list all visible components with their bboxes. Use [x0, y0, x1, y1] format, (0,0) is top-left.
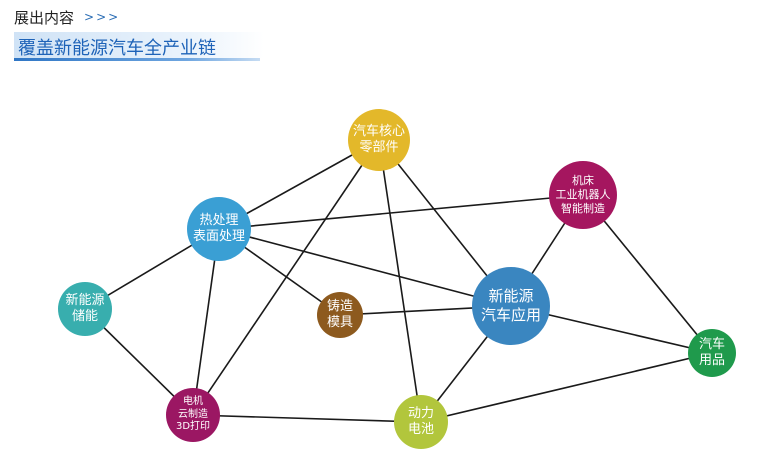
diagram-edges	[84, 139, 713, 423]
edge-machine-heat	[218, 194, 584, 230]
node-casting	[317, 292, 363, 338]
header-top: 展出内容 >>>	[14, 6, 264, 28]
node-parts	[348, 109, 410, 171]
node-machine	[549, 161, 617, 229]
title-bar: 覆盖新能源汽车全产业链	[14, 32, 264, 61]
node-supplies	[688, 329, 736, 377]
edge-battery-supplies	[420, 352, 713, 423]
section-label: 展出内容	[14, 8, 75, 27]
edge-motor-battery	[192, 414, 422, 423]
node-battery	[394, 395, 448, 449]
page-title: 覆盖新能源汽车全产业链	[18, 38, 216, 59]
arrow-right-icon: >>>	[84, 10, 121, 24]
diagram-nodes	[58, 109, 736, 449]
edge-heat-nev	[218, 228, 512, 307]
node-storage	[58, 282, 112, 336]
node-nev	[472, 267, 550, 345]
node-motor	[166, 388, 220, 442]
section-header: 展出内容 >>> 覆盖新能源汽车全产业链	[14, 6, 264, 61]
node-heat	[187, 197, 251, 261]
edge-parts-battery	[378, 139, 422, 423]
